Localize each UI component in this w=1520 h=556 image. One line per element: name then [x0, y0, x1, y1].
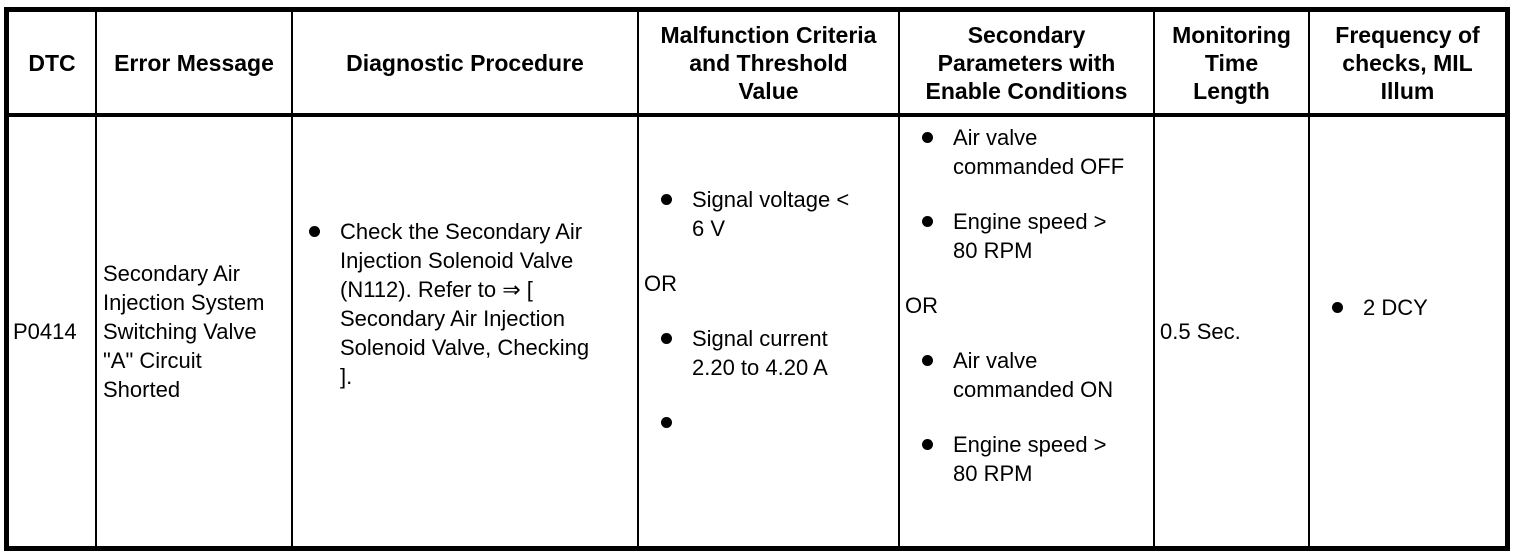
header-monitoring-time: Monitoring Time Length: [1155, 12, 1310, 113]
malfunction-bullet-item: Signal voltage < 6 V: [639, 185, 898, 243]
bullet-icon: [661, 194, 672, 205]
secondary-parameter-text: Engine speed > 80 RPM: [953, 432, 1107, 486]
malfunction-criteria-text: Signal current 2.20 to 4.20 A: [692, 326, 828, 380]
monitoring-time-text: 0.5 Sec.: [1160, 319, 1241, 344]
or-label: OR: [905, 293, 938, 318]
secondary-bullet-item: Air valve commanded OFF: [900, 123, 1153, 181]
cell-malfunction-criteria: Signal voltage < 6 V OR Signal current 2…: [639, 117, 900, 546]
dtc-table: DTC Error Message Diagnostic Procedure M…: [4, 7, 1510, 551]
diagnostic-procedure-text: Check the Secondary Air Injection Soleno…: [340, 219, 590, 389]
frequency-bullet-item: 2 DCY: [1310, 293, 1505, 322]
or-label: OR: [644, 271, 677, 296]
error-message-text: Secondary Air Injection System Switching…: [103, 261, 265, 402]
secondary-bullet-item: Engine speed > 80 RPM: [900, 207, 1153, 265]
frequency-text: 2 DCY: [1363, 295, 1428, 320]
bullet-icon: [922, 439, 933, 450]
bullet-icon: [922, 132, 933, 143]
cell-frequency: 2 DCY: [1310, 117, 1505, 546]
table-row: P0414 Secondary Air Injection System Swi…: [9, 117, 1505, 546]
dtc-code: P0414: [13, 319, 77, 344]
cell-error-message: Secondary Air Injection System Switching…: [97, 117, 293, 546]
header-frequency: Frequency of checks, MIL Illum: [1335, 21, 1480, 104]
cell-diagnostic-procedure: Check the Secondary Air Injection Soleno…: [293, 117, 639, 546]
secondary-bullet-item: Engine speed > 80 RPM: [900, 430, 1153, 488]
header-diagnostic-procedure: Diagnostic Procedure: [293, 12, 639, 113]
secondary-parameter-text: Air valve commanded ON: [953, 348, 1114, 402]
bullet-icon: [1332, 302, 1343, 313]
secondary-parameter-text: Air valve commanded OFF: [953, 125, 1125, 179]
bullet-icon: [922, 355, 933, 366]
malfunction-bullet-item-empty: [639, 408, 898, 428]
bullet-icon: [661, 417, 672, 428]
malfunction-criteria-text: Signal voltage < 6 V: [692, 187, 850, 241]
table-header-row: DTC Error Message Diagnostic Procedure M…: [9, 12, 1505, 117]
bullet-icon: [661, 333, 672, 344]
cell-secondary-parameters: Air valve commanded OFF Engine speed > 8…: [900, 117, 1155, 546]
cell-dtc: P0414: [9, 117, 97, 546]
header-dtc: DTC: [9, 12, 97, 113]
header-secondary-parameters: Secondary Parameters with Enable Conditi…: [900, 12, 1155, 113]
cell-monitoring-time: 0.5 Sec.: [1155, 117, 1310, 546]
header-error-message: Error Message: [97, 12, 293, 113]
diagnostic-bullet-item: Check the Secondary Air Injection Soleno…: [293, 217, 637, 391]
secondary-parameter-text: Engine speed > 80 RPM: [953, 209, 1107, 263]
header-malfunction-criteria: Malfunction Criteria and Threshold Value: [639, 12, 900, 113]
bullet-icon: [309, 226, 320, 237]
secondary-bullet-item: Air valve commanded ON: [900, 346, 1153, 404]
bullet-icon: [922, 216, 933, 227]
malfunction-bullet-item: Signal current 2.20 to 4.20 A: [639, 324, 898, 382]
